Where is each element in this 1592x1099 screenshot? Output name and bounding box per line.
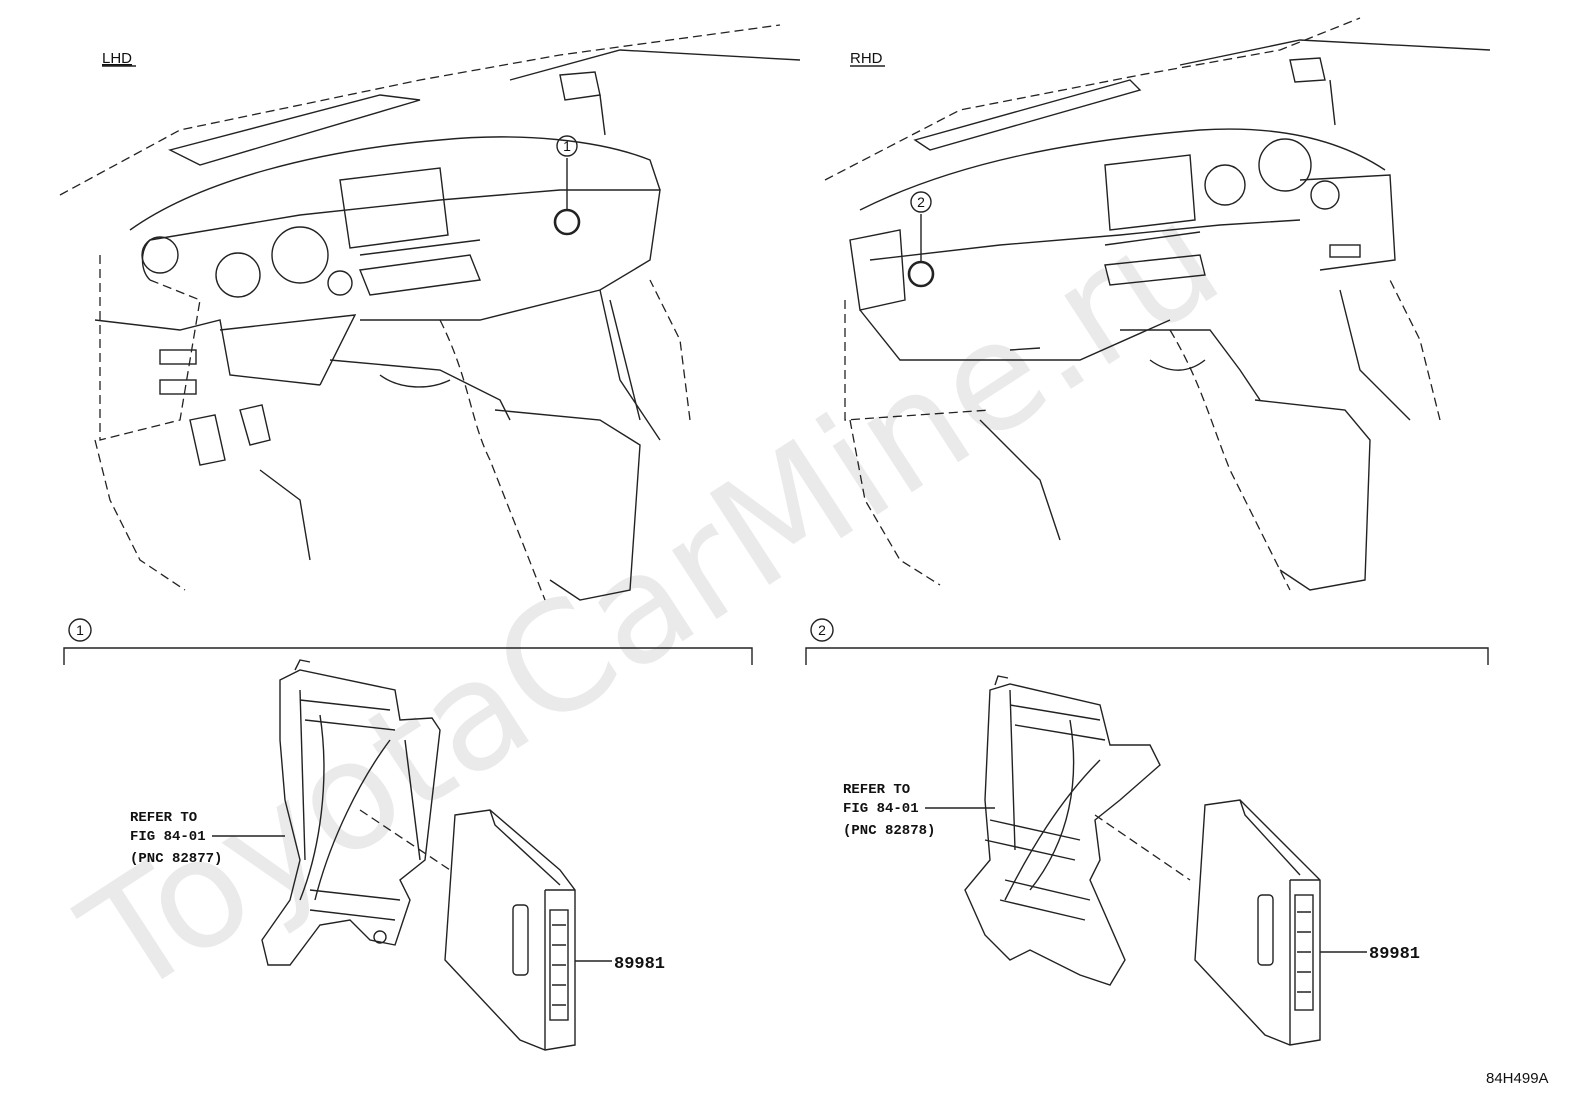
bracket-illustration-1 bbox=[261, 659, 441, 966]
detail-2-refer-line3: (PNC 82878) bbox=[843, 823, 935, 839]
location-marker-1 bbox=[553, 208, 581, 236]
bracket-illustration-2 bbox=[964, 675, 1161, 986]
detail-1-refer-line1: REFER TO bbox=[130, 810, 197, 826]
ecu-module-2 bbox=[1194, 799, 1321, 1046]
rhd-dashboard-illustration: RHD 2 bbox=[824, 17, 1491, 591]
rhd-label: RHD bbox=[850, 50, 883, 67]
detail-1-part-number: 89981 bbox=[614, 955, 665, 974]
detail-1-index: 1 bbox=[76, 622, 84, 638]
figure-code: 84H499A bbox=[1486, 1070, 1549, 1087]
detail-1-refer-line2: FIG 84-01 bbox=[130, 829, 206, 845]
location-marker-2 bbox=[907, 260, 935, 288]
lhd-label: LHD bbox=[102, 50, 132, 67]
lhd-callout-number: 1 bbox=[563, 138, 571, 154]
ecu-module-1 bbox=[444, 809, 576, 1051]
rhd-callout-number: 2 bbox=[917, 194, 925, 210]
detail-2-refer-line2: FIG 84-01 bbox=[843, 801, 919, 817]
detail-2-refer-line1: REFER TO bbox=[843, 782, 910, 798]
detail-1-refer-line3: (PNC 82877) bbox=[130, 851, 222, 867]
detail-2-bracket bbox=[805, 647, 1489, 665]
lhd-dashboard-illustration: LHD bbox=[59, 24, 801, 601]
detail-1-bracket bbox=[63, 647, 753, 665]
detail-2-part-number: 89981 bbox=[1369, 945, 1420, 964]
watermark: ToyotaCarMine.ru bbox=[54, 171, 1249, 1031]
detail-1: 1 REFER TO FI bbox=[63, 618, 753, 1051]
detail-2: 2 REFER TO FIG 84-01 (PNC 828 bbox=[805, 618, 1489, 1046]
detail-2-index: 2 bbox=[818, 622, 826, 638]
